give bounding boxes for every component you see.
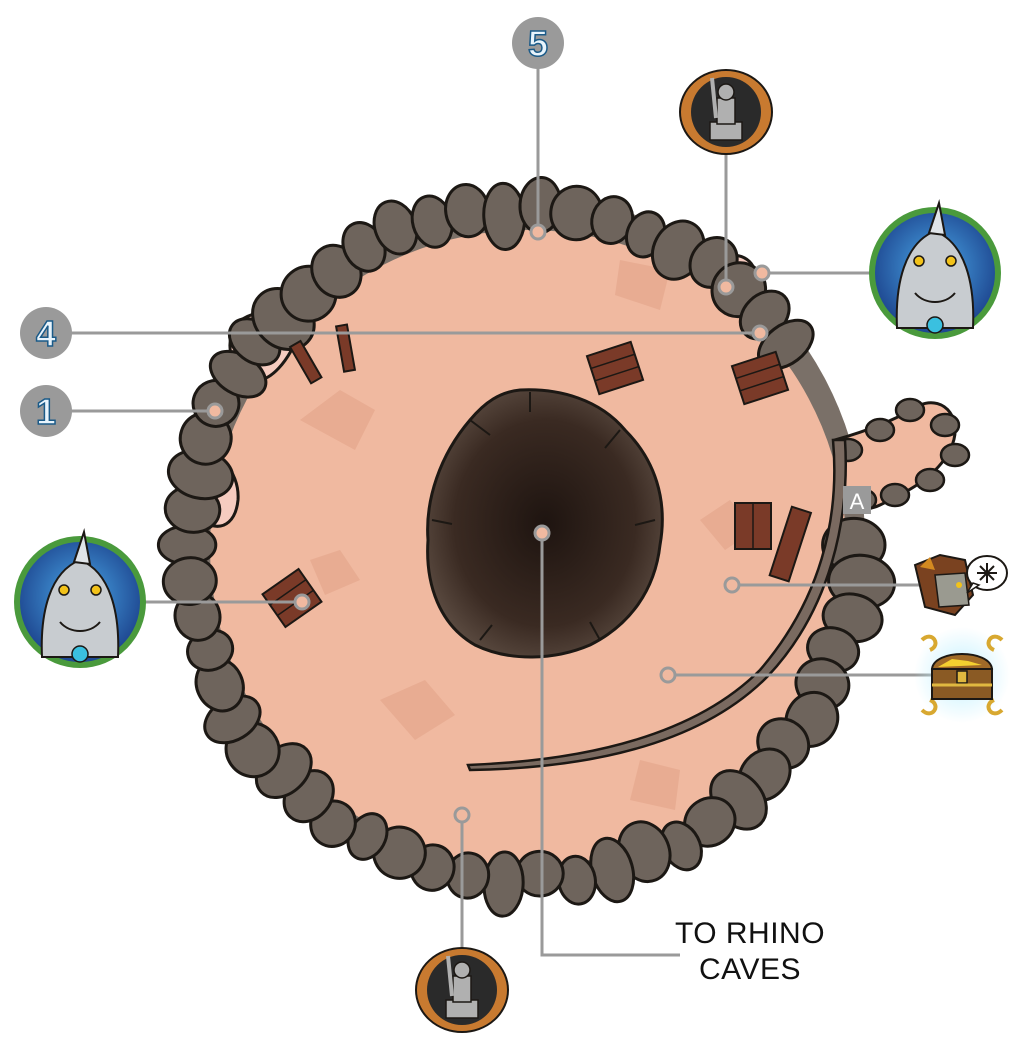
rock: [894, 397, 926, 423]
marker-1-label: 1: [36, 391, 56, 432]
marker-1[interactable]: 1: [20, 385, 72, 437]
marker-a-label: A: [850, 489, 865, 514]
destination-line-1: TO RHINO: [674, 917, 826, 950]
rock: [914, 467, 946, 493]
rhino-warrior-portrait-icon[interactable]: [869, 199, 1001, 339]
floor-crack: [466, 438, 847, 772]
statue-icon[interactable]: [415, 947, 509, 1033]
rhino-warrior-portrait-icon[interactable]: [14, 528, 146, 668]
marker-5-label: 5: [528, 23, 548, 64]
wooden-planks: [261, 323, 813, 629]
central-pit: [426, 388, 664, 659]
marker-a[interactable]: A: [843, 486, 871, 514]
callout-points: [206, 223, 771, 824]
treasure-chest-icon[interactable]: [914, 627, 1010, 723]
rock: [879, 482, 911, 508]
rim-rocks: [156, 176, 971, 918]
destination-label-rhino-caves: TO RHINO CAVES: [650, 916, 850, 988]
marker-5[interactable]: 5: [512, 17, 564, 69]
destination-line-2: CAVES: [699, 953, 801, 986]
rock: [939, 442, 971, 468]
rock: [864, 417, 896, 443]
marker-4-label: 4: [36, 313, 56, 354]
marker-4[interactable]: 4: [20, 307, 72, 359]
rock: [929, 412, 961, 438]
statue-icon[interactable]: [679, 69, 773, 155]
lion-character-speech-icon[interactable]: [913, 553, 1008, 617]
rock: [161, 556, 218, 607]
